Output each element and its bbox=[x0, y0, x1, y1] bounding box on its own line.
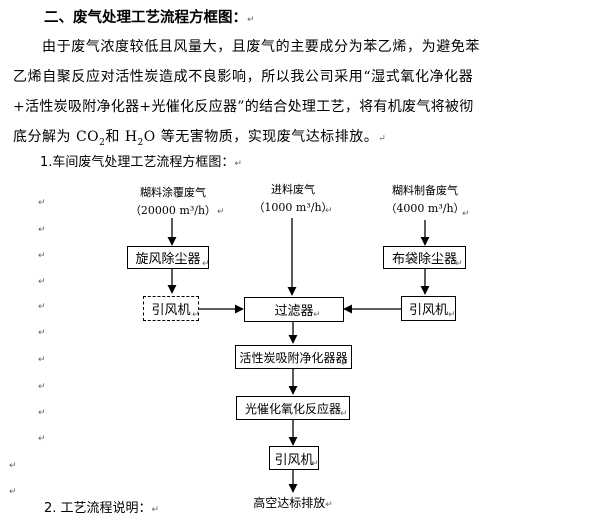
paragraph-mark: ↵ bbox=[311, 459, 319, 469]
paragraph-mark: ↵ bbox=[38, 355, 46, 365]
paragraph-mark: ↵ bbox=[38, 198, 46, 208]
source-left: 糊料涂覆废气 （20000 m³/h） bbox=[129, 186, 217, 217]
paragraph-mark: ↵ bbox=[462, 209, 470, 219]
filter-box: 过滤器 bbox=[244, 297, 344, 322]
intro-line-2: 乙烯自聚反应对活性炭造成不良影响，所以我公司采用“湿式氧化净化器 bbox=[13, 69, 474, 85]
activated-carbon-purifier-box: 活性炭吸附净化器器 bbox=[235, 345, 352, 369]
paragraph-mark: ↵ bbox=[202, 259, 210, 269]
paragraph-mark: ↵ bbox=[313, 310, 321, 320]
paragraph-mark: ↵ bbox=[38, 277, 46, 287]
paragraph-mark: ↵ bbox=[38, 225, 46, 235]
induced-fan-bottom-box: 引风机 bbox=[269, 446, 319, 470]
paragraph-mark: ↵ bbox=[217, 207, 225, 217]
intro-line-3: +活性炭吸附净化器+光催化反应器”的结合处理工艺，将有机废气将被彻 bbox=[13, 99, 474, 115]
induced-fan-right-box: 引风机 bbox=[401, 296, 456, 321]
subheading-process-description: 2. 工艺流程说明：↵ bbox=[44, 501, 160, 516]
subheading-flowchart: 1.车间废气处理工艺流程方框图：↵ bbox=[40, 155, 242, 170]
paragraph-mark: ↵ bbox=[38, 408, 46, 418]
section-title: 二、废气处理工艺流程方框图：↵ bbox=[44, 10, 255, 26]
outlet-label: 高空达标排放↵ bbox=[253, 496, 333, 510]
intro-line-1: 由于废气浓度较低且风量大，且废气的主要成分为苯乙烯，为避免苯 bbox=[42, 39, 480, 55]
paragraph-mark: ↵ bbox=[38, 251, 46, 261]
paragraph-mark: ↵ bbox=[341, 359, 349, 369]
paragraph-mark: ↵ bbox=[38, 382, 46, 392]
paragraph-mark: ↵ bbox=[38, 302, 46, 312]
source-right: 糊料制备废气 （4000 m³/h） bbox=[385, 184, 465, 215]
paragraph-mark: ↵ bbox=[340, 409, 348, 419]
bag-dust-collector-box: 布袋除尘器 bbox=[383, 246, 466, 269]
paragraph-mark: ↵ bbox=[38, 328, 46, 338]
paragraph-mark: ↵ bbox=[325, 206, 333, 216]
photocatalytic-reactor-box: 光催化氧化反应器 bbox=[236, 396, 350, 420]
cyclone-dust-collector-box: 旋风除尘器 bbox=[127, 246, 209, 269]
intro-line-4: 底分解为 CO2和 H2O 等无害物质，实现废气达标排放。↵ bbox=[13, 129, 387, 148]
paragraph-mark: ↵ bbox=[38, 434, 46, 444]
paragraph-mark: ↵ bbox=[455, 259, 463, 269]
induced-fan-left-box: 引风机 bbox=[143, 296, 199, 321]
paragraph-mark: ↵ bbox=[9, 487, 17, 497]
paragraph-mark: ↵ bbox=[9, 461, 17, 471]
paragraph-mark: ↵ bbox=[448, 310, 456, 320]
paragraph-mark: ↵ bbox=[192, 310, 200, 320]
source-middle: 进料废气 （1000 m³/h） bbox=[253, 183, 333, 214]
